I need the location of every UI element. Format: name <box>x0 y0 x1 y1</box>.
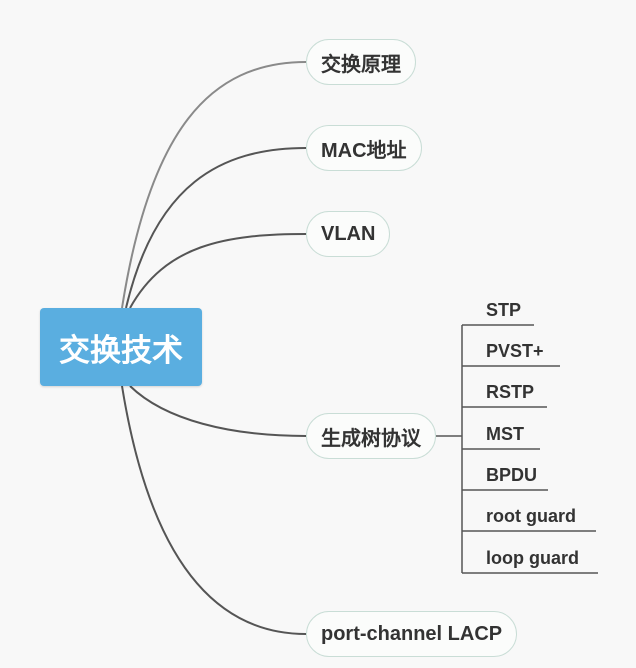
connector-root-to-t4 <box>129 385 307 437</box>
connector-root-to-t5 <box>121 385 307 635</box>
topic-spanning-tree[interactable]: 生成树协议 <box>306 413 436 459</box>
topic-switching-principle[interactable]: 交换原理 <box>306 39 416 85</box>
root-topic[interactable]: 交换技术 <box>40 308 202 386</box>
subtopic-root-guard[interactable]: root guard <box>486 506 576 526</box>
connector-root-to-t1 <box>121 61 307 309</box>
subtopic-bpdu[interactable]: BPDU <box>486 465 538 485</box>
subtopic-loop-guard[interactable]: loop guard <box>486 548 579 568</box>
subtopic-pvst-plus[interactable]: PVST+ <box>486 341 544 361</box>
subtopic-rstp[interactable]: RSTP <box>486 382 535 402</box>
connector-root-to-t2 <box>125 147 307 309</box>
topic-port-channel-lacp[interactable]: port-channel LACP <box>306 611 518 657</box>
subtopic-mst[interactable]: MST <box>486 424 524 444</box>
subtopic-stp[interactable]: STP <box>486 300 522 320</box>
connector-root-to-t3 <box>129 233 307 309</box>
topic-vlan[interactable]: VLAN <box>306 211 391 257</box>
topic-mac-address[interactable]: MAC地址 <box>306 125 422 171</box>
